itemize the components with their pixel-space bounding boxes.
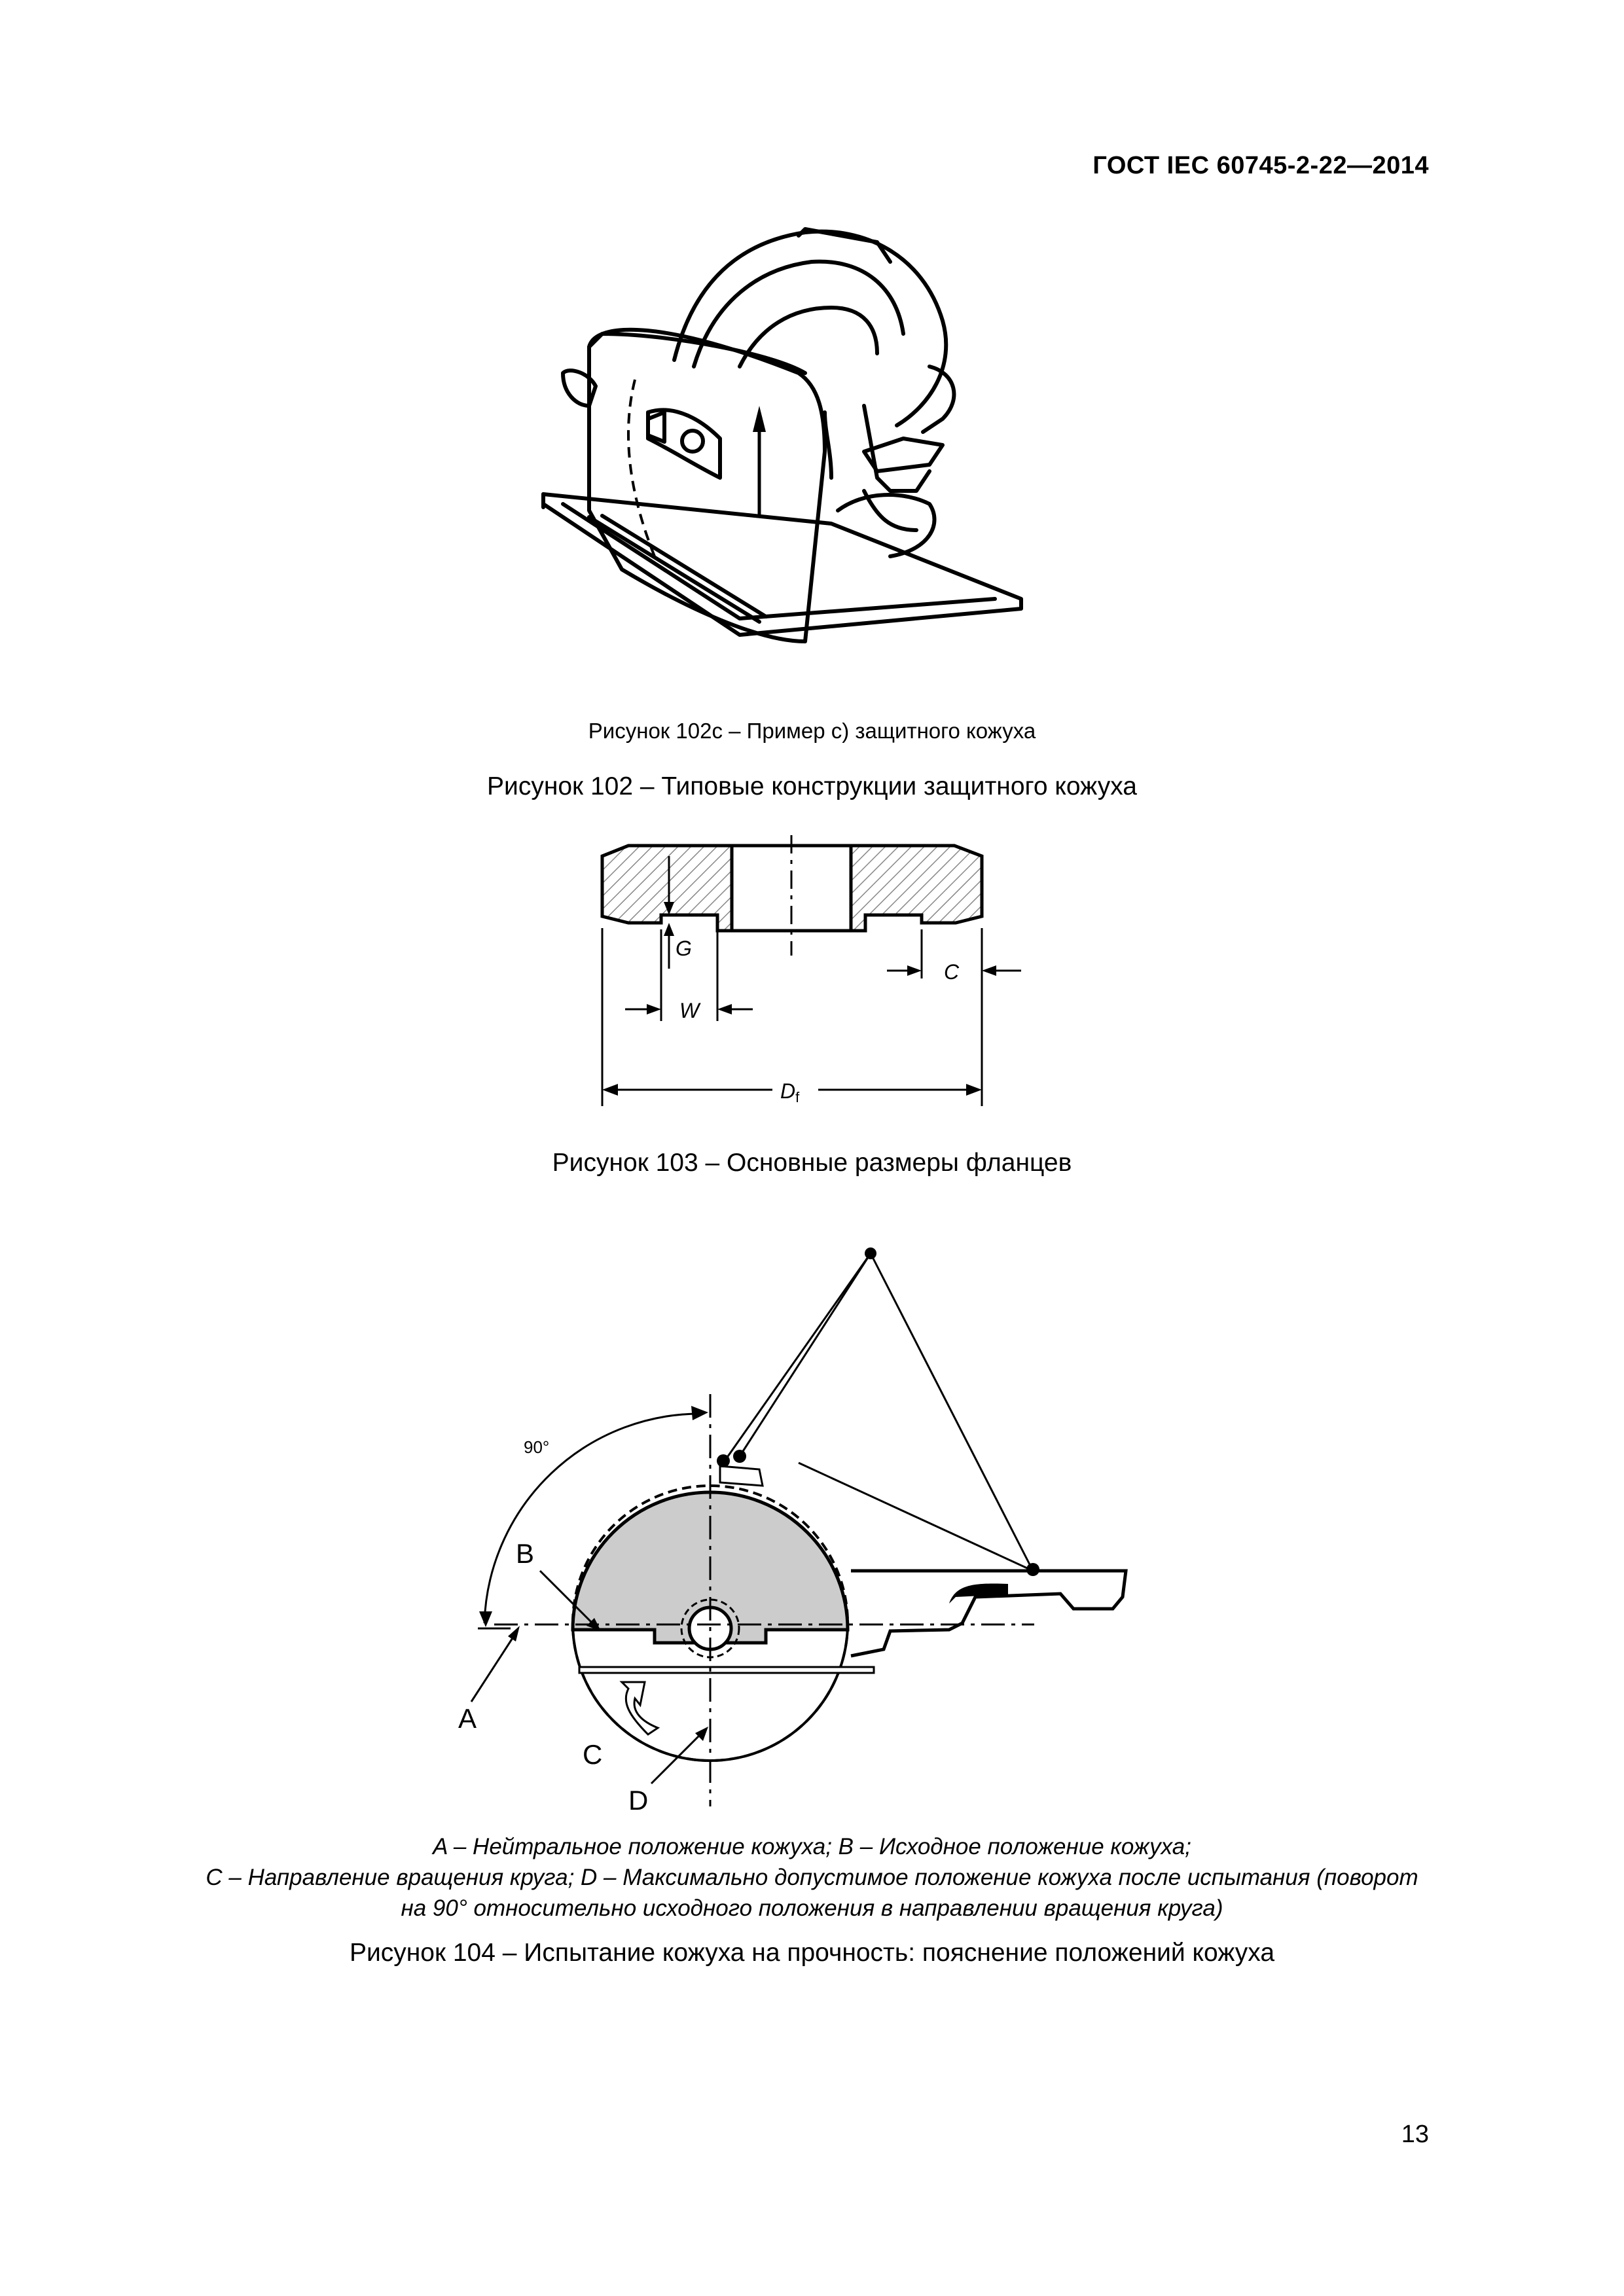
legend-line: С – Направление вращения круга; D – Макс…	[206, 1865, 1418, 1890]
position-a-label: A	[458, 1703, 477, 1734]
position-b-label: B	[516, 1538, 534, 1569]
dim-c-label: C	[944, 960, 960, 984]
figure-104-caption: Рисунок 104 – Испытание кожуха на прочно…	[349, 1939, 1275, 1967]
figure-102c-saw-drawing	[541, 227, 1023, 643]
dim-w-label: W	[679, 999, 701, 1022]
dim-df-label: Df	[780, 1079, 800, 1105]
legend-line: на 90° относительно исходного положения …	[401, 1895, 1223, 1921]
dim-g-label: G	[676, 937, 692, 960]
figure-103-caption: Рисунок 103 – Основные размеры фланцев	[552, 1149, 1072, 1177]
document-header: ГОСТ IEC 60745-2-22—2014	[1092, 152, 1429, 179]
angle-90-label: 90°	[524, 1437, 549, 1457]
position-d-label: D	[628, 1785, 648, 1816]
figure-102-caption: Рисунок 102 – Типовые конструкции защитн…	[487, 772, 1137, 800]
figure-102c-caption: Рисунок 102с – Пример с) защитного кожух…	[588, 719, 1036, 743]
legend-line: A – Нейтральное положение кожуха; В – Ис…	[433, 1834, 1191, 1859]
figure-104-legend: A – Нейтральное положение кожуха; В – Ис…	[0, 1831, 1624, 1924]
page-number: 13	[1401, 2121, 1429, 2148]
figure-103-flange-diagram: G W C Df	[600, 835, 1021, 1106]
figure-104-guard-test-diagram: 90° B A C D	[458, 1247, 1128, 1816]
rotation-c-label: C	[583, 1739, 602, 1770]
